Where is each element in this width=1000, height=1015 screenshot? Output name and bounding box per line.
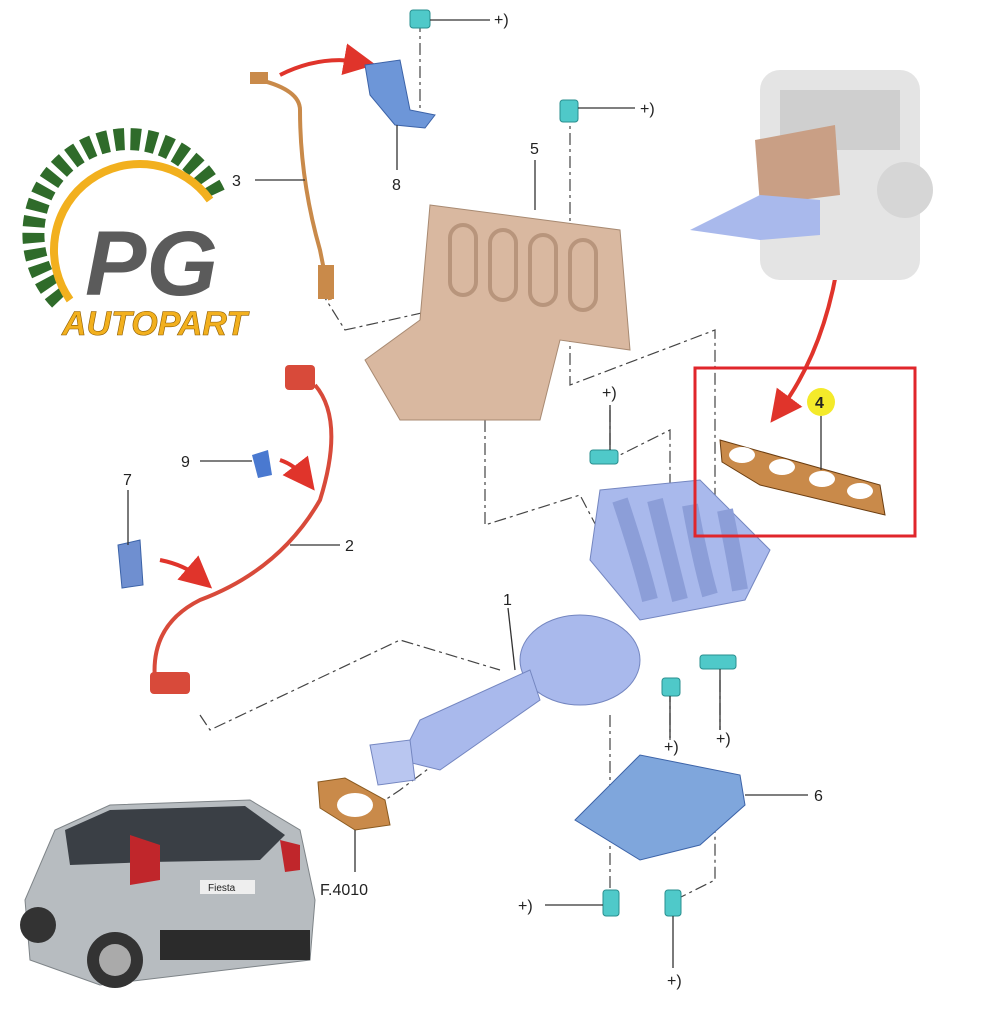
bolt-icon xyxy=(589,449,619,465)
pg-autopart-logo: PG AUTOPART xyxy=(22,128,251,343)
oxygen-sensor-part-2 xyxy=(150,365,334,694)
callout-9: 9 xyxy=(181,454,190,471)
callout-8: 8 xyxy=(392,177,401,194)
oxygen-sensor-part-3 xyxy=(250,72,334,301)
exhaust-manifold-catalyst-part-1 xyxy=(369,479,771,786)
car-badge: Fiesta xyxy=(208,883,236,894)
callout-7: 7 xyxy=(123,472,132,489)
callout-labels: 3 8 5 9 7 2 1 4 6 F.4010 xyxy=(123,141,824,899)
fastener-labels: +) +) +) +) +) +) +) xyxy=(494,12,731,990)
callout-6: 6 xyxy=(814,788,823,805)
logo-sub-text: AUTOPART xyxy=(61,305,250,343)
callout-2: 2 xyxy=(345,538,354,555)
bracket-part-6 xyxy=(574,754,746,861)
bracket-part-8 xyxy=(364,59,436,129)
fastener-label: +) xyxy=(518,898,533,915)
fastener-label: +) xyxy=(664,739,679,756)
callout-5: 5 xyxy=(530,141,539,158)
bracket-part-7 xyxy=(117,539,144,589)
callout-4: 4 xyxy=(815,395,824,412)
heat-shield-part-5 xyxy=(364,204,631,421)
fastener-label: +) xyxy=(667,973,682,990)
highlight-box xyxy=(693,366,917,538)
manifold-gasket-part-4 xyxy=(719,439,886,516)
flange-gasket-f4010 xyxy=(317,777,391,831)
bolt-icon xyxy=(409,9,431,29)
leader-lines xyxy=(127,19,822,968)
bolt-icon xyxy=(602,889,620,917)
fastener-label: +) xyxy=(640,101,655,118)
callout-3: 3 xyxy=(232,173,241,190)
gear-ring-icon xyxy=(22,128,226,308)
fastener-label: +) xyxy=(716,731,731,748)
fastener-label: +) xyxy=(494,12,509,29)
bolt-icon xyxy=(559,99,579,123)
bolt-icon xyxy=(664,889,682,917)
bolt-icon xyxy=(661,677,681,697)
bolt-icon xyxy=(699,654,737,670)
fastener-label: +) xyxy=(602,385,617,402)
bolts xyxy=(409,9,737,917)
engine-thumbnail xyxy=(690,70,933,280)
callout-f4010: F.4010 xyxy=(320,882,368,899)
ford-fiesta-car-image: Fiesta xyxy=(20,799,316,988)
callout-1: 1 xyxy=(503,592,512,609)
highlight-dot xyxy=(807,388,835,416)
clip-part-9 xyxy=(252,450,272,478)
logo-main-text: PG xyxy=(85,213,218,315)
